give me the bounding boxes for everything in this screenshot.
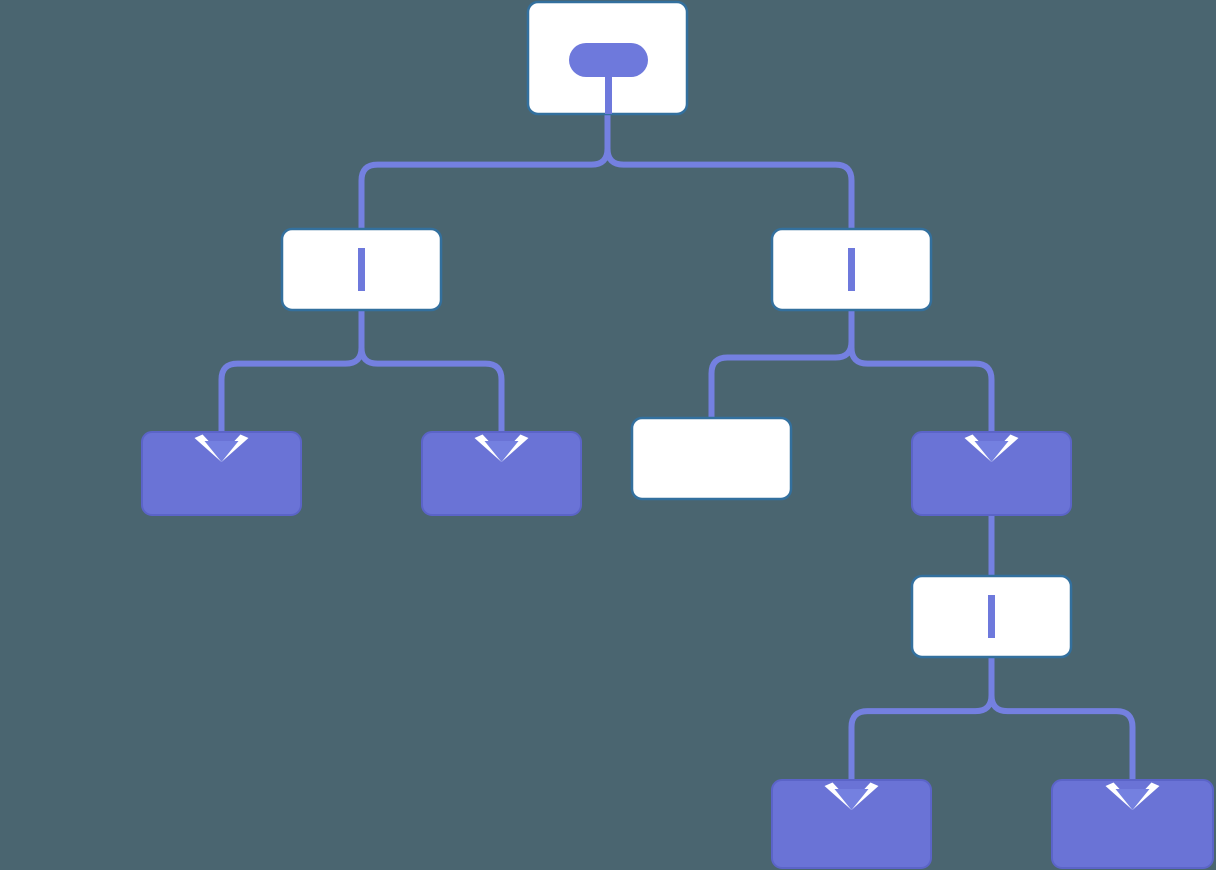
connector-e-root-l1right — [604, 114, 855, 229]
level1-right-node[interactable] — [770, 227, 933, 312]
node-box[interactable] — [421, 431, 582, 516]
level3-middle-node[interactable] — [910, 574, 1073, 659]
node-bar-glyph-icon — [358, 248, 365, 291]
node-layer — [141, 0, 1214, 869]
connector-layer — [218, 114, 1136, 780]
level4-left-node[interactable] — [771, 779, 932, 869]
level2-node-a[interactable] — [141, 431, 302, 516]
connector-e-l3mid-l4right — [988, 657, 1136, 780]
arrow-head-purple — [1115, 789, 1150, 810]
node-box[interactable] — [141, 431, 302, 516]
connector-e-l3mid-l4left — [848, 657, 995, 780]
node-bar-glyph-icon — [848, 248, 855, 291]
node-box[interactable] — [911, 431, 1072, 516]
node-box[interactable] — [1051, 779, 1214, 869]
connector-e-l1left-l2b — [358, 310, 505, 432]
arrow-head-purple — [834, 789, 869, 810]
level2-node-d[interactable] — [911, 431, 1072, 516]
arrowhead-l4-right — [1105, 782, 1160, 810]
node-bar-glyph-icon — [988, 595, 995, 638]
node-stem-glyph-icon — [605, 76, 612, 114]
connector-e-l1left-l2a — [218, 310, 365, 432]
arrowhead-layer — [194, 434, 1160, 810]
node-box[interactable] — [771, 779, 932, 869]
arrow-head-purple — [484, 441, 519, 462]
level4-right-node[interactable] — [1051, 779, 1214, 869]
node-pill-glyph-icon — [569, 43, 648, 77]
level2-node-c[interactable] — [630, 416, 793, 501]
connector-e-l1right-l2c — [708, 310, 855, 418]
root-node[interactable] — [526, 0, 689, 116]
node-box[interactable] — [630, 416, 793, 501]
arrowhead-l2-d — [964, 434, 1019, 462]
connector-e-root-l1left — [358, 114, 611, 229]
arrowhead-l2-a — [194, 434, 249, 462]
level1-left-node[interactable] — [280, 227, 443, 312]
arrowhead-l4-left — [824, 782, 879, 810]
arrow-head-purple — [204, 441, 239, 462]
arrow-head-purple — [974, 441, 1009, 462]
arrowhead-l2-b — [474, 434, 529, 462]
level2-node-b[interactable] — [421, 431, 582, 516]
connector-e-l1right-l2d — [848, 310, 995, 432]
